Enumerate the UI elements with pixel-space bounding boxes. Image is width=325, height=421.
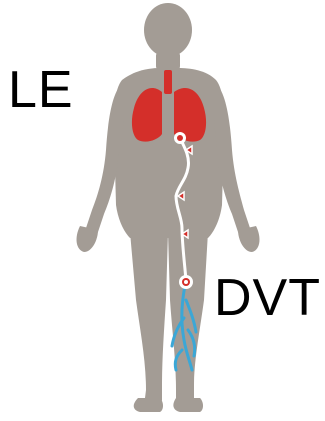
human-body-silhouette [77,3,260,412]
label-dvt: DVT [214,272,321,324]
label-le: LE [8,64,74,116]
